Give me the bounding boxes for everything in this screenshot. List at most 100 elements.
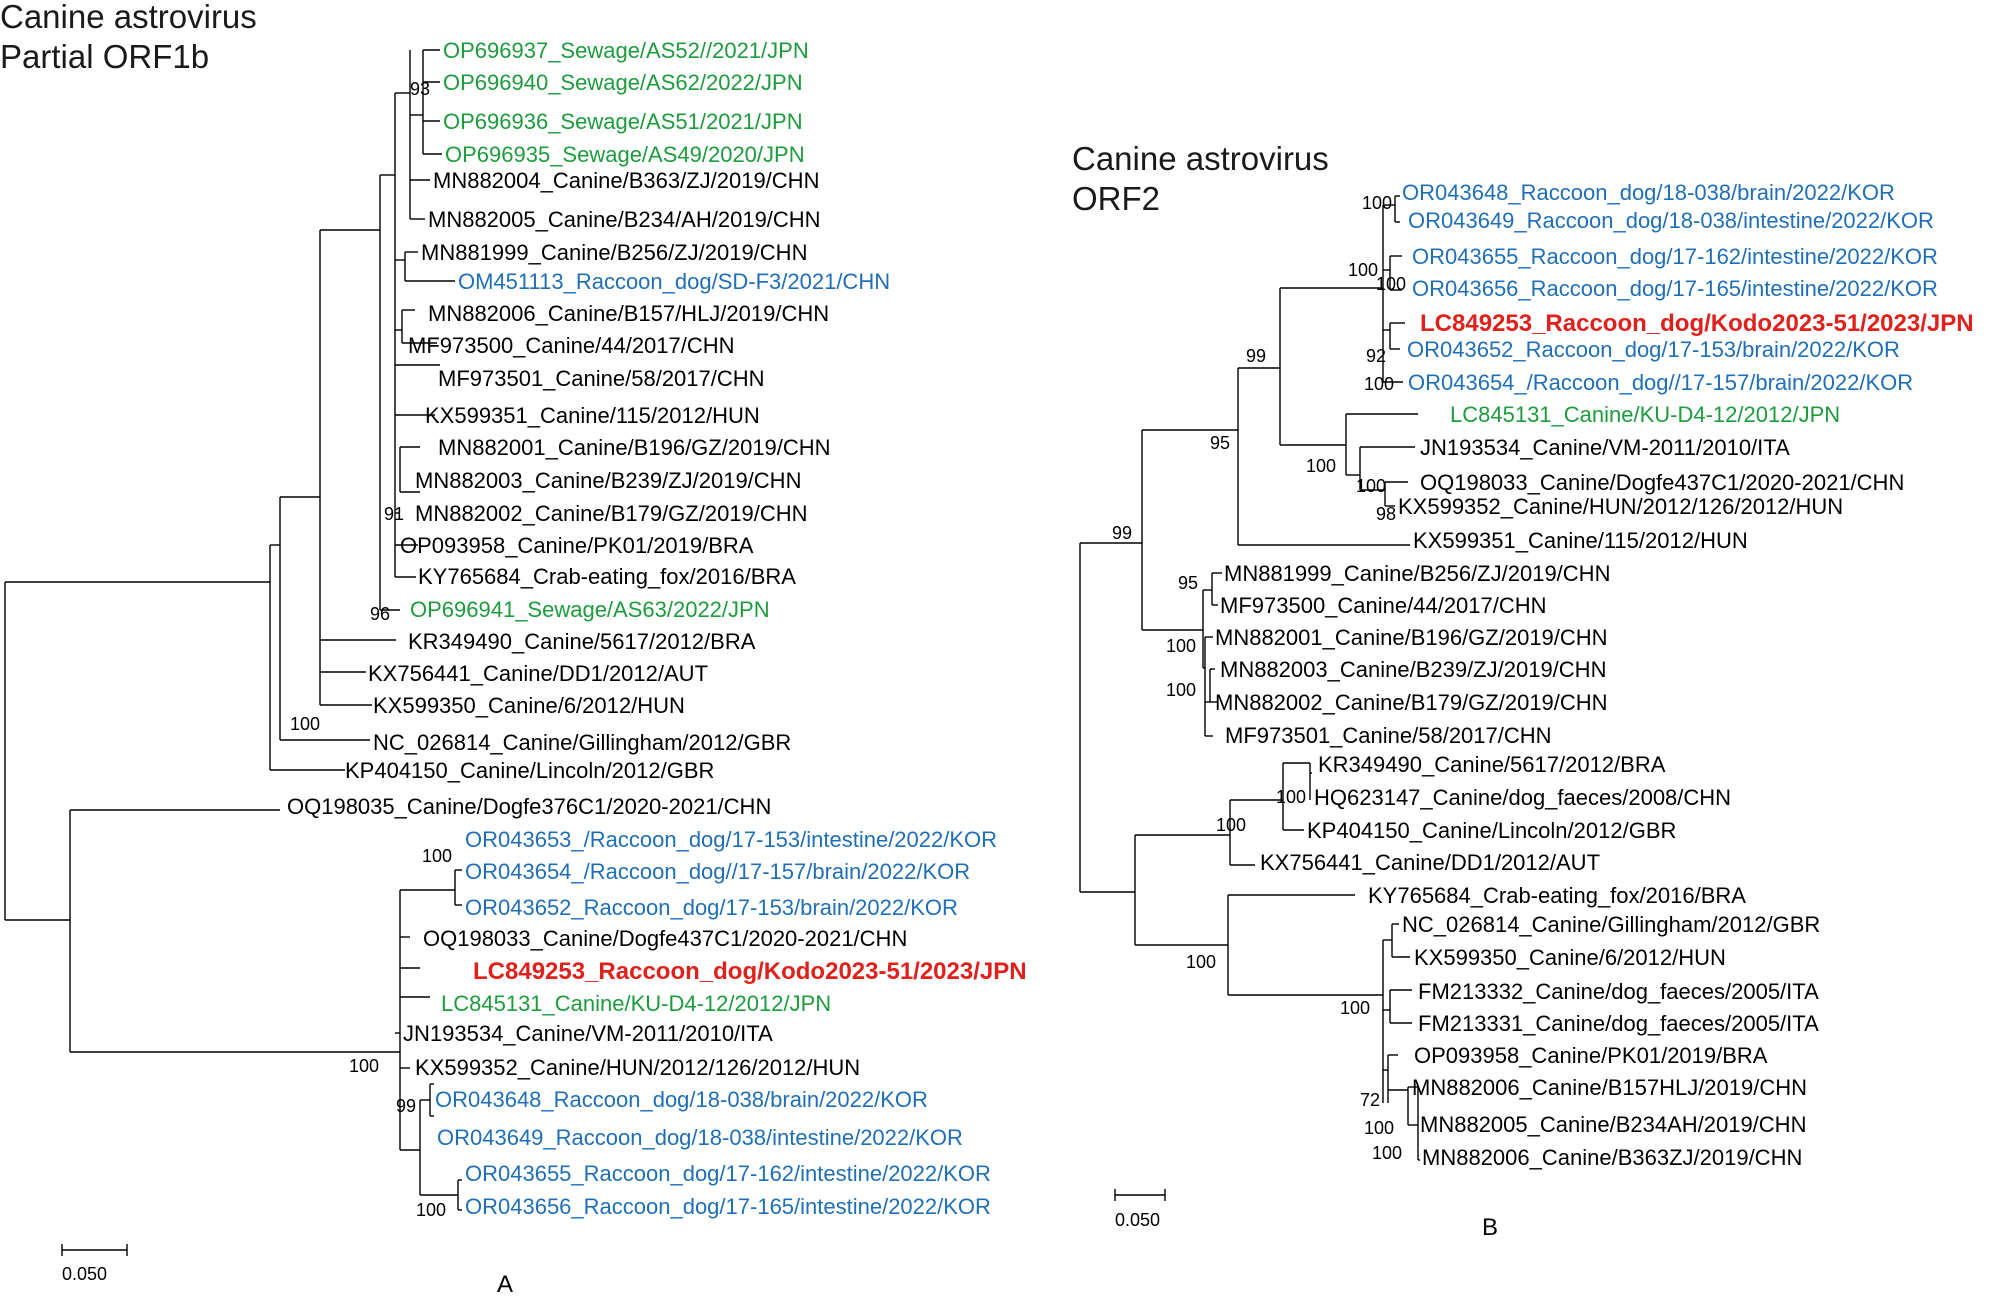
leaf-a-0: OP696937_Sewage/AS52//2021/JPN	[443, 38, 809, 63]
leaf-b-12: MN881999_Canine/B256/ZJ/2019/CHN	[1224, 561, 1610, 586]
leaf-b-9: OQ198033_Canine/Dogfe437C1/2020-2021/CHN	[1420, 470, 1904, 495]
panel-b-scale-label: 0.050	[1115, 1210, 1160, 1230]
leaf-b-28: MN882006_Canine/B157HLJ/2019/CHN	[1412, 1075, 1807, 1100]
bootstrap-b-20: 100	[1372, 1143, 1402, 1163]
leaf-a-35: OR043656_Raccoon_dog/17-165/intestine/20…	[465, 1194, 991, 1219]
leaf-b-30: MN882006_Canine/B363ZJ/2019/CHN	[1422, 1145, 1802, 1170]
leaf-b-27: OP093958_Canine/PK01/2019/BRA	[1414, 1043, 1768, 1068]
leaf-a-14: MN882002_Canine/B179/GZ/2019/CHN	[415, 501, 808, 526]
bootstrap-b-19: 100	[1364, 1118, 1394, 1138]
leaf-a-22: KP404150_Canine/Lincoln/2012/GBR	[345, 758, 714, 783]
leaf-b-24: KX599350_Canine/6/2012/HUN	[1414, 945, 1726, 970]
bootstrap-b-0: 100	[1362, 193, 1392, 213]
leaf-b-18: KR349490_Canine/5617/2012/BRA	[1318, 752, 1666, 777]
panel-a-bootstrap: 93 91 96 100 100 100 99 100	[290, 79, 452, 1220]
bootstrap-b-18: 72	[1360, 1090, 1380, 1110]
leaf-b-15: MN882003_Canine/B239/ZJ/2019/CHN	[1220, 657, 1606, 682]
leaf-a-16: KY765684_Crab-eating_fox/2016/BRA	[418, 564, 796, 589]
leaf-a-33: OR043649_Raccoon_dog/18-038/intestine/20…	[437, 1125, 963, 1150]
leaf-b-25: FM213332_Canine/dog_faeces/2005/ITA	[1418, 979, 1819, 1004]
leaf-a-10: MF973501_Canine/58/2017/CHN	[438, 366, 765, 391]
leaf-b-20: KP404150_Canine/Lincoln/2012/GBR	[1307, 818, 1676, 843]
leaf-b-11: KX599351_Canine/115/2012/HUN	[1413, 528, 1748, 553]
bootstrap-b-13: 100	[1166, 680, 1196, 700]
panel-b-title-line1: Canine astrovirus	[1072, 140, 1329, 177]
leaf-a-26: OR043652_Raccoon_dog/17-153/brain/2022/K…	[465, 895, 958, 920]
leaf-b-10: KX599352_Canine/HUN/2012/126/2012/HUN	[1398, 494, 1843, 519]
bootstrap-a-3: 100	[290, 714, 320, 734]
leaf-a-5: MN882005_Canine/B234/AH/2019/CHN	[428, 207, 821, 232]
leaf-a-19: KX756441_Canine/DD1/2012/AUT	[368, 661, 708, 686]
leaf-b-8: JN193534_Canine/VM-2011/2010/ITA	[1420, 435, 1790, 460]
leaf-a-17: OP696941_Sewage/AS63/2022/JPN	[410, 597, 770, 622]
leaf-a-12: MN882001_Canine/B196/GZ/2019/CHN	[438, 435, 831, 460]
bootstrap-a-2: 96	[370, 604, 390, 624]
leaf-b-13: MF973500_Canine/44/2017/CHN	[1220, 593, 1547, 618]
leaf-a-28-highlight: LC849253_Raccoon_dog/Kodo2023-51/2023/JP…	[473, 958, 1027, 985]
leaf-a-20: KX599350_Canine/6/2012/HUN	[373, 693, 685, 718]
leaf-b-29: MN882005_Canine/B234AH/2019/CHN	[1420, 1112, 1806, 1137]
leaf-b-14: MN882001_Canine/B196/GZ/2019/CHN	[1215, 625, 1608, 650]
leaf-a-21: NC_026814_Canine/Gillingham/2012/GBR	[373, 730, 791, 755]
panel-b-title-line2: ORF2	[1072, 180, 1160, 217]
leaf-a-4: MN882004_Canine/B363/ZJ/2019/CHN	[433, 168, 819, 193]
bootstrap-a-7: 100	[416, 1200, 446, 1220]
leaf-a-30: JN193534_Canine/VM-2011/2010/ITA	[403, 1021, 773, 1046]
bootstrap-b-12: 100	[1166, 636, 1196, 656]
leaf-a-6: MN881999_Canine/B256/ZJ/2019/CHN	[421, 240, 807, 265]
leaf-b-16: MN882002_Canine/B179/GZ/2019/CHN	[1215, 690, 1608, 715]
leaf-a-7: OM451113_Raccoon_dog/SD-F3/2021/CHN	[458, 269, 890, 294]
bootstrap-b-16: 100	[1186, 952, 1216, 972]
bootstrap-b-2: 100	[1376, 274, 1406, 294]
leaf-a-15: OP093958_Canine/PK01/2019/BRA	[400, 533, 754, 558]
bootstrap-b-3: 92	[1366, 346, 1386, 366]
panel-b-leaves: OR043648_Raccoon_dog/18-038/brain/2022/K…	[1215, 180, 1974, 1170]
leaf-b-5: OR043652_Raccoon_dog/17-153/brain/2022/K…	[1407, 337, 1900, 362]
leaf-b-21: KX756441_Canine/DD1/2012/AUT	[1260, 850, 1600, 875]
panel-a-leaves: OP696937_Sewage/AS52//2021/JPN OP696940_…	[287, 38, 1027, 1219]
leaf-a-8: MN882006_Canine/B157/HLJ/2019/CHN	[428, 301, 829, 326]
bootstrap-a-6: 99	[396, 1096, 416, 1116]
panel-a-title-line2: Partial ORF1b	[0, 38, 209, 75]
leaf-a-11: KX599351_Canine/115/2012/HUN	[425, 403, 760, 428]
leaf-b-17: MF973501_Canine/58/2017/CHN	[1225, 723, 1552, 748]
leaf-a-9: MF973500_Canine/44/2017/CHN	[408, 333, 735, 358]
leaf-b-0: OR043648_Raccoon_dog/18-038/brain/2022/K…	[1402, 180, 1895, 205]
leaf-a-18: KR349490_Canine/5617/2012/BRA	[408, 629, 756, 654]
bootstrap-b-11: 95	[1178, 573, 1198, 593]
leaf-a-24: OR043653_/Raccoon_dog/17-153/intestine/2…	[465, 827, 997, 852]
bootstrap-b-5: 99	[1246, 346, 1266, 366]
leaf-a-3: OP696935_Sewage/AS49/2020/JPN	[445, 142, 805, 167]
leaf-b-23: NC_026814_Canine/Gillingham/2012/GBR	[1402, 912, 1820, 937]
leaf-b-6: OR043654_/Raccoon_dog//17-157/brain/2022…	[1408, 370, 1913, 395]
bootstrap-b-4: 100	[1364, 374, 1394, 394]
leaf-a-27: OQ198033_Canine/Dogfe437C1/2020-2021/CHN	[423, 926, 907, 951]
panel-b-bootstrap: 100 100 100 92 100 99 95 100 100 98 99 9…	[1112, 193, 1406, 1163]
bootstrap-b-15: 100	[1216, 815, 1246, 835]
panel-a-label: A	[497, 1271, 513, 1298]
leaf-b-1: OR043649_Raccoon_dog/18-038/intestine/20…	[1408, 208, 1934, 233]
leaf-a-32: OR043648_Raccoon_dog/18-038/brain/2022/K…	[435, 1087, 928, 1112]
leaf-a-23: OQ198035_Canine/Dogfe376C1/2020-2021/CHN	[287, 794, 771, 819]
leaf-b-26: FM213331_Canine/dog_faeces/2005/ITA	[1418, 1011, 1819, 1036]
bootstrap-b-14: 100	[1276, 787, 1306, 807]
leaf-a-25: OR043654_/Raccoon_dog//17-157/brain/2022…	[465, 859, 970, 884]
panel-a-branches	[4, 49, 462, 1211]
bootstrap-b-7: 100	[1306, 456, 1336, 476]
panel-a-scale-label: 0.050	[62, 1264, 107, 1284]
panel-a-scale-bar: 0.050	[61, 1244, 128, 1284]
leaf-b-7: LC845131_Canine/KU-D4-12/2012/JPN	[1450, 402, 1840, 427]
bootstrap-b-17: 100	[1340, 998, 1370, 1018]
bootstrap-b-1: 100	[1348, 260, 1378, 280]
leaf-b-3: OR043656_Raccoon_dog/17-165/intestine/20…	[1412, 276, 1938, 301]
leaf-a-31: KX599352_Canine/HUN/2012/126/2012/HUN	[415, 1055, 860, 1080]
bootstrap-b-9: 98	[1376, 504, 1396, 524]
bootstrap-b-6: 95	[1210, 433, 1230, 453]
leaf-a-29: LC845131_Canine/KU-D4-12/2012/JPN	[441, 991, 831, 1016]
leaf-a-2: OP696936_Sewage/AS51/2021/JPN	[443, 109, 803, 134]
bootstrap-b-8: 100	[1356, 476, 1386, 496]
bootstrap-a-0: 93	[410, 79, 430, 99]
leaf-b-22: KY765684_Crab-eating_fox/2016/BRA	[1368, 883, 1746, 908]
bootstrap-a-5: 100	[349, 1056, 379, 1076]
